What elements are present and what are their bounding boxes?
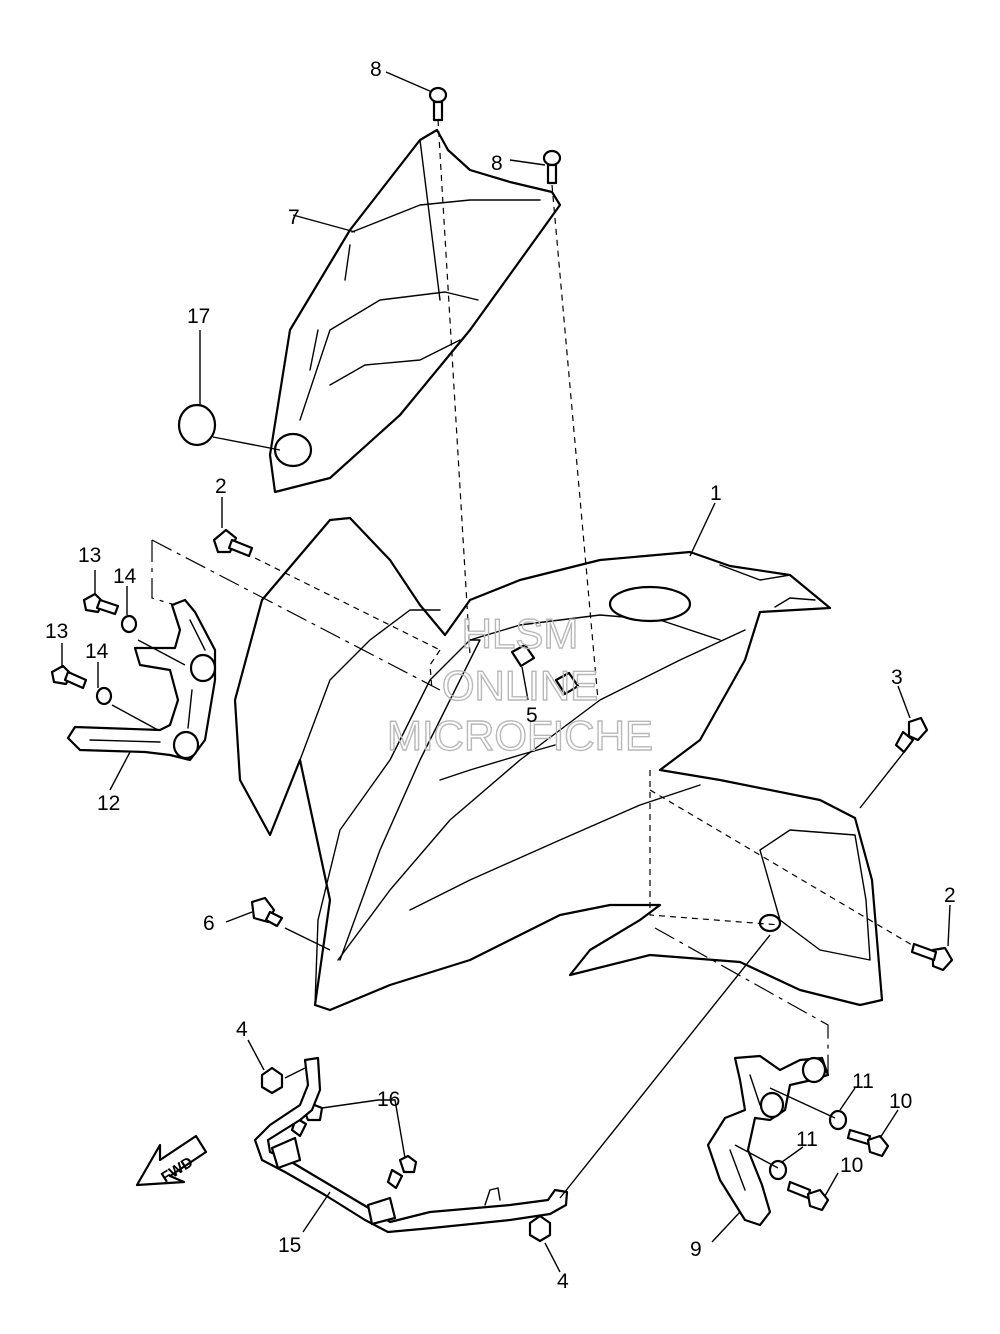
bolt-part-10-upper xyxy=(846,1128,890,1158)
callout-9: 9 xyxy=(690,1238,702,1261)
callout-10-upper: 10 xyxy=(889,1090,912,1113)
watermark-line-3: MICROFICHE xyxy=(387,712,653,759)
bolt-part-2-right xyxy=(910,942,954,972)
upper-cover-part-7 xyxy=(268,128,562,494)
watermark-line-1: HLSM xyxy=(462,610,579,657)
callout-11-lower: 11 xyxy=(796,1128,818,1151)
callout-10-lower: 10 xyxy=(840,1154,863,1177)
callout-8-top: 8 xyxy=(370,58,382,81)
callout-17: 17 xyxy=(187,305,210,328)
bolt-part-10-lower xyxy=(786,1180,830,1212)
bolt-part-13-upper xyxy=(82,592,120,616)
callout-2-upper: 2 xyxy=(215,475,227,498)
callout-7: 7 xyxy=(288,206,300,229)
washer-part-14-upper xyxy=(120,614,138,634)
nut-part-4-upper xyxy=(260,1066,284,1095)
callout-4-lower: 4 xyxy=(557,1270,569,1293)
callout-16: 16 xyxy=(377,1088,400,1111)
callout-2-right: 2 xyxy=(944,884,956,907)
callout-6: 6 xyxy=(203,912,215,935)
callout-14-upper: 14 xyxy=(113,565,137,588)
callout-4-upper: 4 xyxy=(236,1018,248,1041)
bolt-part-2-upper xyxy=(212,528,254,558)
watermark-line-2: ONLINE xyxy=(442,662,598,709)
washer-part-11-lower xyxy=(768,1159,788,1181)
callout-8-right: 8 xyxy=(491,152,503,175)
screw-part-3 xyxy=(894,716,929,754)
assembly-lines xyxy=(151,119,913,1075)
bolt-part-6 xyxy=(250,896,284,928)
watermark: HLSM ONLINE MICROFICHE xyxy=(386,609,653,759)
washer-part-11-upper xyxy=(828,1109,848,1131)
washer-part-14-lower xyxy=(95,686,113,706)
bolt-part-16-lower xyxy=(386,1154,418,1190)
callout-14-lower: 14 xyxy=(85,640,109,663)
callout-13-lower: 13 xyxy=(45,620,68,643)
callout-3: 3 xyxy=(891,666,903,689)
leader-lines xyxy=(61,71,951,1273)
decal-part-17 xyxy=(177,403,217,447)
bolt-part-13-lower xyxy=(50,664,88,690)
callout-1: 1 xyxy=(710,482,722,505)
callout-13-upper: 13 xyxy=(78,544,101,567)
callout-labels: 1 2 2 3 4 4 5 6 7 8 8 9 10 10 11 11 12 1… xyxy=(45,58,956,1293)
front-fender-part-1 xyxy=(233,516,884,1012)
clip-nut-part-5 xyxy=(510,643,580,696)
callout-11-upper: 11 xyxy=(852,1070,874,1093)
screw-part-8-top xyxy=(428,86,448,122)
screw-part-8-right xyxy=(542,149,562,185)
right-bracket-part-9 xyxy=(706,1054,830,1227)
callout-12: 12 xyxy=(97,792,120,815)
stay-rod-part-15 xyxy=(253,1056,569,1234)
left-bracket-part-12 xyxy=(66,598,217,762)
callout-15: 15 xyxy=(278,1234,301,1257)
callout-5: 5 xyxy=(526,704,538,727)
nut-part-4-lower xyxy=(528,1214,552,1243)
forward-arrow: FWD xyxy=(135,1134,208,1186)
